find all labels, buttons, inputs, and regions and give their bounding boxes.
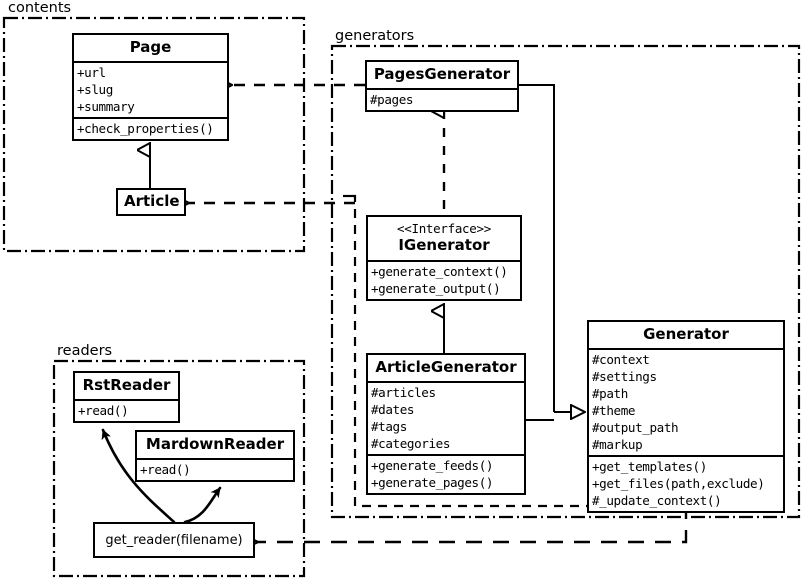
class-member: +generate_feeds() <box>371 457 494 473</box>
class-member: #settings <box>592 368 657 384</box>
class-box-mardownreader[interactable]: MardownReader +read() <box>135 430 295 482</box>
class-operations-rstreader: +read() <box>75 401 178 421</box>
class-member: +read() <box>78 402 129 418</box>
class-operations-page: +check_properties() <box>74 119 227 139</box>
class-name-igenerator: <<Interface>> IGenerator <box>368 217 520 260</box>
class-member: +generate_pages() <box>371 474 494 490</box>
package-label-readers: readers <box>55 343 115 359</box>
class-member: #markup <box>592 436 643 452</box>
package-label-generators: generators <box>333 28 417 44</box>
class-name-mardownreader: MardownReader <box>145 435 285 453</box>
class-name-rstreader: RstReader <box>82 376 171 394</box>
function-label-get-reader: get_reader(filename) <box>105 532 243 548</box>
class-member: +read() <box>140 461 191 477</box>
class-member: #theme <box>592 402 636 418</box>
class-member: +generate_context() <box>371 263 508 279</box>
class-member: +url <box>77 64 106 80</box>
class-member: #categories <box>371 435 451 451</box>
class-member: #articles <box>371 384 436 400</box>
class-operations-igenerator: +generate_context() +generate_output() <box>368 262 520 299</box>
class-member: +summary <box>77 98 135 114</box>
class-attributes-pagesgenerator: #pages <box>367 90 517 110</box>
class-member: +get_files(path,exclude) <box>592 475 765 491</box>
class-attributes-articlegenerator: #articles #dates #tags #categories <box>368 383 524 454</box>
class-member: #tags <box>371 418 407 434</box>
class-member: +check_properties() <box>77 120 214 136</box>
class-member: #pages <box>370 91 414 107</box>
class-box-page[interactable]: Page +url +slug +summary +check_properti… <box>72 33 229 141</box>
class-name-generator: Generator <box>643 325 729 343</box>
class-member: #output_path <box>592 419 679 435</box>
class-name-article: Article <box>124 192 180 210</box>
package-label-contents: contents <box>6 0 74 16</box>
function-box-get-reader[interactable]: get_reader(filename) <box>93 522 255 558</box>
class-box-rstreader[interactable]: RstReader +read() <box>73 371 180 423</box>
class-name-articlegenerator: ArticleGenerator <box>375 358 517 376</box>
class-name-page: Page <box>129 38 172 56</box>
class-box-article[interactable]: Article <box>116 188 186 216</box>
class-name-pagesgenerator: PagesGenerator <box>373 65 511 83</box>
edge-getreader-to-mardownreader <box>183 486 222 524</box>
class-box-igenerator[interactable]: <<Interface>> IGenerator +generate_conte… <box>366 215 522 301</box>
class-operations-articlegenerator: +generate_feeds() +generate_pages() <box>368 456 524 493</box>
class-attributes-generator: #context #settings #path #theme #output_… <box>589 350 783 455</box>
class-operations-generator: +get_templates() +get_files(path,exclude… <box>589 457 783 511</box>
class-box-articlegenerator[interactable]: ArticleGenerator #articles #dates #tags … <box>366 353 526 495</box>
class-member: #context <box>592 351 650 367</box>
class-box-generator[interactable]: Generator #context #settings #path #them… <box>587 320 785 513</box>
class-member: +slug <box>77 81 113 97</box>
class-name-text: IGenerator <box>398 236 490 254</box>
class-stereotype-igenerator: <<Interface>> <box>397 221 491 236</box>
class-member: +get_templates() <box>592 458 707 474</box>
class-member: #_update_context() <box>592 492 722 508</box>
class-member: #path <box>592 385 628 401</box>
class-attributes-page: +url +slug +summary <box>74 63 227 117</box>
class-member: +generate_output() <box>371 280 501 296</box>
class-operations-mardownreader: +read() <box>137 460 293 480</box>
class-member: #dates <box>371 401 415 417</box>
class-box-pagesgenerator[interactable]: PagesGenerator #pages <box>365 60 519 112</box>
